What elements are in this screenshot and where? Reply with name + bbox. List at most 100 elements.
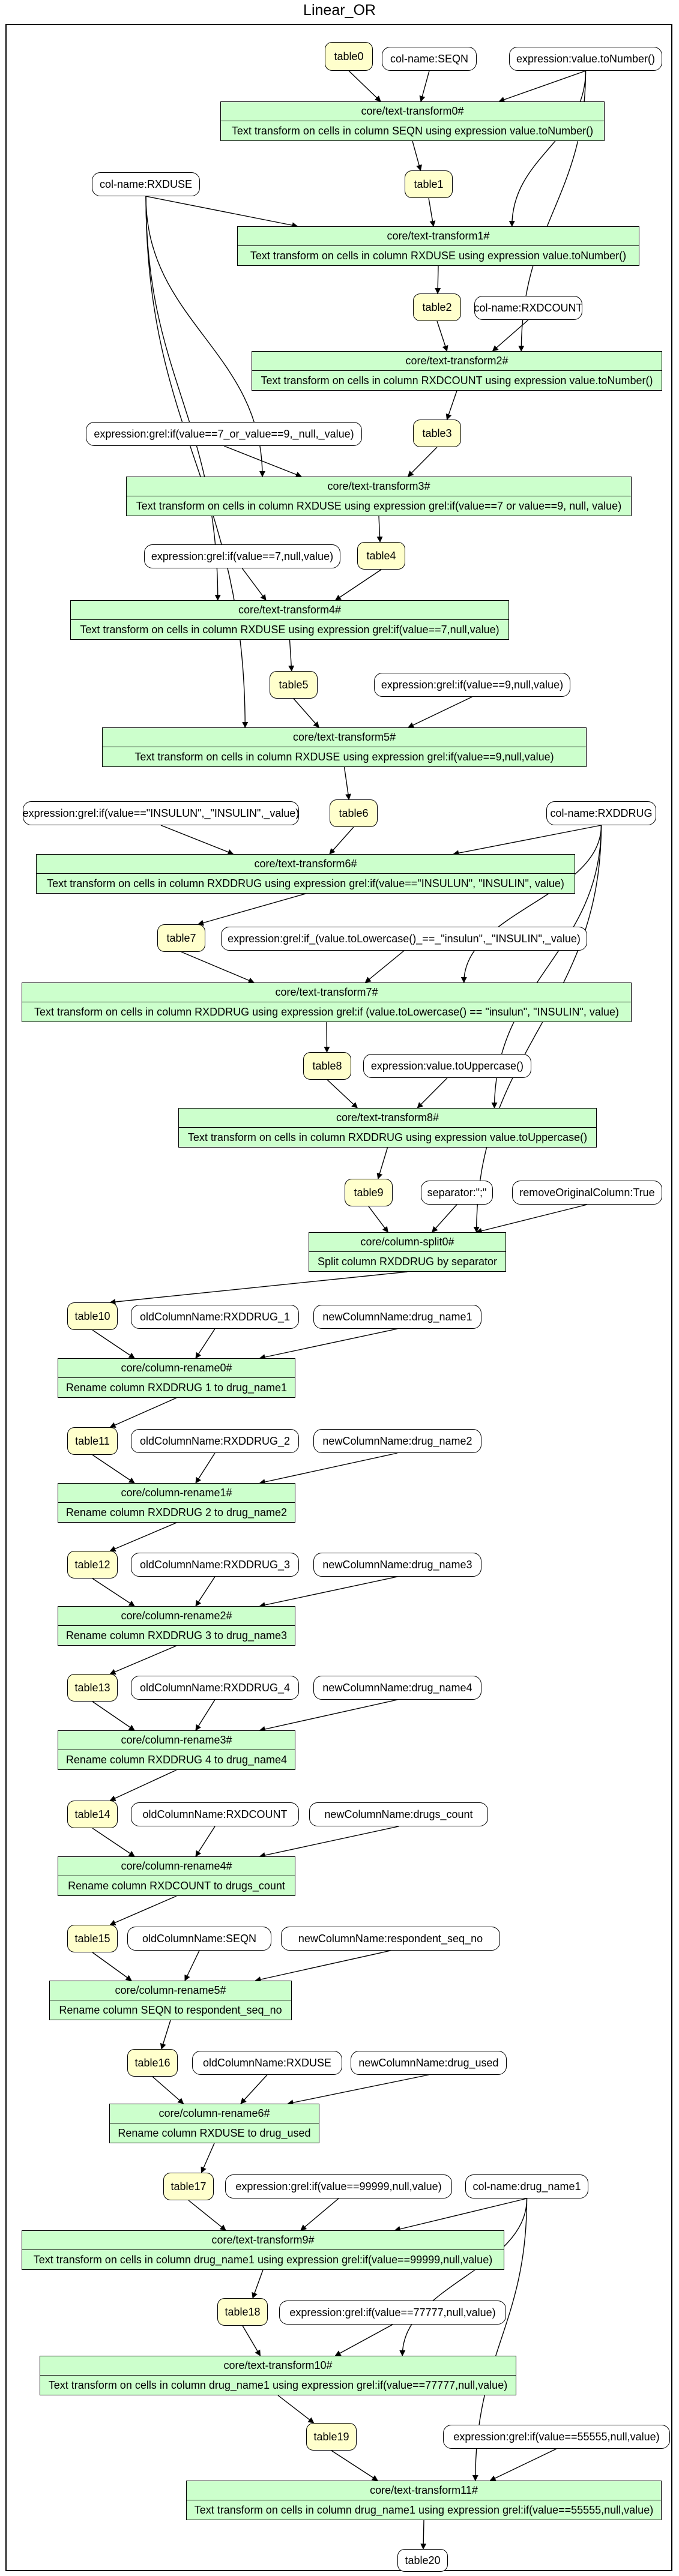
op-column-rename3: core/column-rename3# Rename column RXDDR… (58, 1730, 295, 1770)
param-col-drug-name1: col-name:drug_name1 (465, 2174, 588, 2198)
table14-node: table14 (67, 1801, 118, 1828)
param-new-drug-used: newColumnName:drug_used (351, 2051, 507, 2075)
op-description: Rename column RXDDRUG 3 to drug_name3 (65, 1629, 288, 1642)
op-text-transform6: core/text-transform6# Text transform on … (36, 854, 575, 894)
op-column-rename1: core/column-rename1# Rename column RXDDR… (58, 1483, 295, 1523)
param-expr-99999: expression:grel:if(value==99999,null,val… (225, 2174, 452, 2198)
param-expr-7-null: expression:grel:if(value==7,null,value) (144, 544, 340, 568)
table19-node: table19 (306, 2423, 357, 2451)
op-name: core/column-split0# (309, 1233, 505, 1252)
table5-node: table5 (270, 671, 318, 699)
param-new-drug-name1: newColumnName:drug_name1 (313, 1305, 481, 1329)
op-column-rename0: core/column-rename0# Rename column RXDDR… (58, 1358, 295, 1398)
op-description: Text transform on cells in column drug_n… (33, 2253, 493, 2266)
op-description: Rename column RXDDRUG 2 to drug_name2 (65, 1506, 288, 1518)
param-old-rxduse: oldColumnName:RXDUSE (192, 2051, 342, 2075)
op-name: core/column-rename2# (58, 1607, 295, 1626)
op-description: Text transform on cells in column RXDDRU… (187, 1131, 588, 1143)
diagram-title: Linear_OR (303, 2, 376, 19)
op-text-transform7: core/text-transform7# Text transform on … (22, 983, 632, 1022)
op-description: Rename column RXDUSE to drug_used (118, 2126, 311, 2139)
op-name: core/text-transform11# (187, 2481, 661, 2500)
op-description: Text transform on cells in column drug_n… (48, 2379, 508, 2391)
op-name: core/text-transform1# (238, 227, 639, 246)
op-text-transform11: core/text-transform11# Text transform on… (186, 2481, 662, 2520)
op-text-transform5: core/text-transform5# Text transform on … (102, 727, 587, 767)
op-text-transform3: core/text-transform3# Text transform on … (126, 477, 632, 516)
op-name: core/text-transform7# (22, 983, 631, 1002)
table3-node: table3 (413, 420, 461, 447)
param-separator: separator:";" (421, 1181, 493, 1205)
op-column-split0: core/column-split0# Split column RXDDRUG… (309, 1232, 506, 1272)
op-name: core/text-transform10# (40, 2356, 516, 2376)
param-new-drug-name2: newColumnName:drug_name2 (313, 1429, 481, 1453)
param-expr-lowercase: expression:grel:if_(value.toLowercase()_… (221, 927, 587, 951)
param-expr-insulun: expression:grel:if(value=="INSULUN",_"IN… (23, 801, 299, 825)
op-description: Rename column RXDDRUG 4 to drug_name4 (65, 1753, 288, 1766)
op-name: core/text-transform0# (221, 102, 604, 121)
param-expr-uppercase: expression:value.toUppercase() (363, 1054, 531, 1078)
op-description: Rename column RXDDRUG 1 to drug_name1 (65, 1381, 288, 1394)
op-name: core/text-transform8# (179, 1109, 596, 1128)
op-name: core/text-transform3# (127, 477, 631, 496)
param-old-rxddrug-4: oldColumnName:RXDDRUG_4 (131, 1676, 299, 1700)
param-old-seqn: oldColumnName:SEQN (127, 1927, 271, 1951)
op-description: Text transform on cells in column RXDUSE… (136, 499, 622, 512)
op-text-transform1: core/text-transform1# Text transform on … (237, 226, 639, 266)
table15-node: table15 (67, 1925, 118, 1952)
op-description: Text transform on cells in column SEQN u… (231, 124, 594, 137)
op-text-transform9: core/text-transform9# Text transform on … (22, 2230, 504, 2270)
param-col-rxduse: col-name:RXDUSE (92, 172, 200, 196)
op-column-rename4: core/column-rename4# Rename column RXDCO… (58, 1856, 295, 1896)
table13-node: table13 (67, 1674, 118, 1702)
param-old-rxddrug-2: oldColumnName:RXDDRUG_2 (131, 1429, 299, 1453)
op-description: Text transform on cells in column RXDUSE… (80, 623, 499, 636)
param-old-rxddrug-1: oldColumnName:RXDDRUG_1 (131, 1305, 299, 1329)
op-description: Text transform on cells in column RXDUSE… (134, 750, 554, 763)
table12-node: table12 (67, 1551, 118, 1578)
op-column-rename2: core/column-rename2# Rename column RXDDR… (58, 1606, 295, 1646)
op-name: core/column-rename1# (58, 1484, 295, 1503)
table6-node: table6 (330, 799, 378, 827)
table10-node: table10 (67, 1302, 118, 1330)
op-name: core/column-rename0# (58, 1359, 295, 1378)
table1-node: table1 (405, 170, 453, 198)
param-remove-original-column: removeOriginalColumn:True (512, 1181, 662, 1205)
op-description: Text transform on cells in column drug_n… (194, 2503, 654, 2516)
op-description: Split column RXDDRUG by separator (317, 1255, 498, 1268)
table4-node: table4 (357, 542, 405, 570)
op-description: Text transform on cells in column RXDCOU… (261, 374, 653, 387)
op-name: core/text-transform2# (252, 352, 662, 371)
op-text-transform2: core/text-transform2# Text transform on … (252, 351, 662, 391)
param-new-drug-name3: newColumnName:drug_name3 (313, 1553, 481, 1577)
op-text-transform4: core/text-transform4# Text transform on … (70, 600, 509, 640)
table9-node: table9 (345, 1179, 393, 1206)
op-name: core/text-transform6# (37, 855, 575, 874)
param-col-seqn: col-name:SEQN (382, 47, 477, 71)
op-text-transform8: core/text-transform8# Text transform on … (178, 1108, 597, 1148)
param-old-rxdcount: oldColumnName:RXDCOUNT (131, 1802, 299, 1826)
table8-node: table8 (303, 1052, 351, 1080)
param-expr-9-null: expression:grel:if(value==9,null,value) (374, 673, 570, 697)
param-new-respondent-seq-no: newColumnName:respondent_seq_no (281, 1927, 500, 1951)
table0-node: table0 (325, 42, 373, 71)
param-new-drug-name4: newColumnName:drug_name4 (313, 1676, 481, 1700)
op-description: Text transform on cells in column RXDUSE… (250, 249, 627, 262)
op-name: core/text-transform9# (22, 2231, 504, 2250)
op-column-rename5: core/column-rename5# Rename column SEQN … (49, 1981, 292, 2020)
op-description: Text transform on cells in column RXDDRU… (47, 877, 564, 889)
table7-node: table7 (157, 924, 205, 952)
op-name: core/text-transform4# (71, 601, 508, 620)
op-name: core/column-rename6# (110, 2104, 319, 2123)
op-description: Rename column SEQN to respondent_seq_no (59, 2003, 282, 2016)
table18-node: table18 (217, 2298, 268, 2326)
op-name: core/column-rename5# (50, 1981, 291, 2000)
op-name: core/text-transform5# (103, 728, 586, 747)
param-expr-55555: expression:grel:if(value==55555,null,val… (443, 2425, 670, 2449)
op-name: core/column-rename3# (58, 1731, 295, 1750)
op-name: core/column-rename4# (58, 1857, 295, 1876)
op-description: Rename column RXDCOUNT to drugs_count (68, 1879, 285, 1892)
param-new-drugs-count: newColumnName:drugs_count (309, 1802, 488, 1826)
table20-node: table20 (397, 2549, 448, 2572)
param-expr-7-or-9: expression:grel:if(value==7_or_value==9,… (86, 422, 362, 446)
